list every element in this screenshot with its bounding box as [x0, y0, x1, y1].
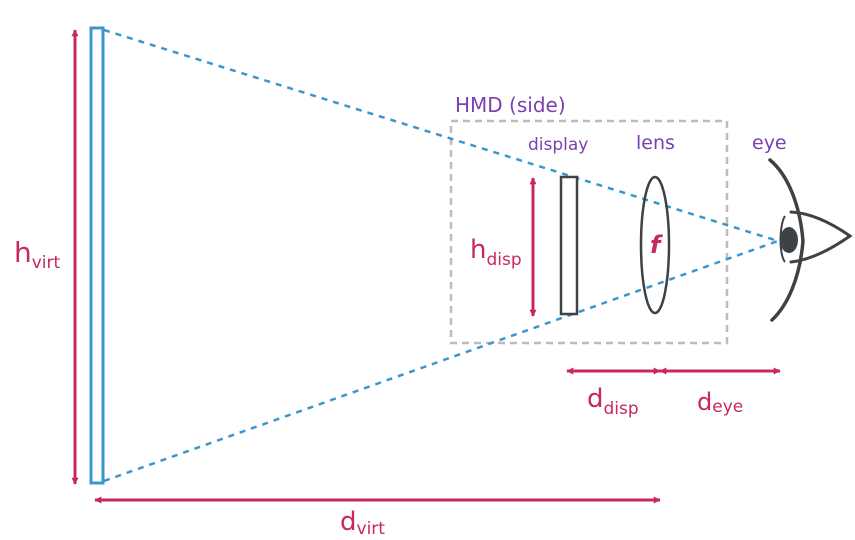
h-virt-main: h — [14, 236, 32, 269]
display-panel-icon — [559, 175, 579, 316]
h-virt-sub: virt — [32, 253, 61, 273]
d-eye-sub: eye — [712, 397, 743, 417]
h-disp-label: hdisp — [470, 235, 522, 270]
ray-top — [103, 28, 779, 243]
d-disp-sub: disp — [604, 399, 639, 419]
hmd-label: HMD (side) — [455, 93, 566, 117]
display-label: display — [528, 135, 588, 155]
h-virt-label: hvirt — [14, 236, 61, 273]
focal-length-label: f — [650, 231, 663, 259]
h-disp-sub: disp — [486, 250, 521, 270]
d-disp-main: d — [587, 384, 604, 414]
virtual-image-panel — [89, 26, 105, 485]
d-disp-label: ddisp — [587, 384, 639, 419]
eye-label: eye — [752, 132, 787, 154]
d-virt-main: d — [340, 507, 357, 537]
eye-icon — [768, 158, 853, 322]
d-virt-sub: virt — [357, 519, 386, 539]
d-eye-label: deye — [697, 388, 743, 417]
lens-icon — [639, 175, 671, 315]
lens-label: lens — [636, 132, 675, 154]
d-eye-main: d — [697, 388, 712, 416]
h-disp-main: h — [470, 235, 486, 265]
d-virt-label: dvirt — [340, 507, 385, 539]
hmd-outline-box — [449, 119, 729, 345]
ray-bottom — [103, 239, 779, 483]
